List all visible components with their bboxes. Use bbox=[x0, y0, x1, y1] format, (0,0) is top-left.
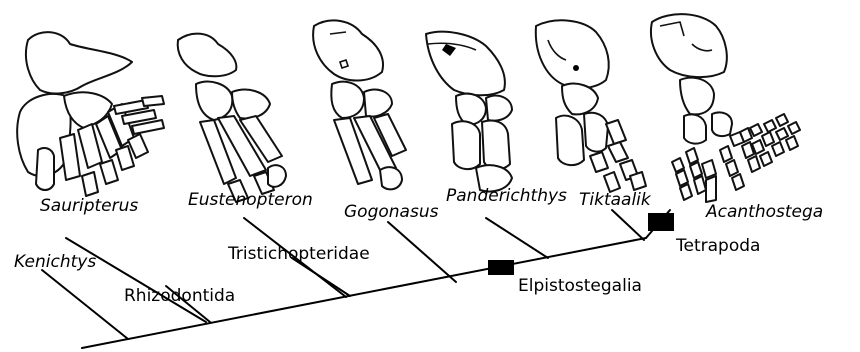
taxon-label-panderichthys: Panderichthys bbox=[446, 186, 567, 206]
clade-label-elpistostegalia: Elpistostegalia bbox=[518, 276, 642, 296]
clade-label-rhizodontida: Rhizodontida bbox=[124, 286, 235, 306]
tiktaalik-fin-drawing bbox=[536, 20, 646, 192]
branch-kenichtys bbox=[42, 270, 128, 339]
taxon-label-kenichtys: Kenichtys bbox=[14, 252, 96, 272]
clade-label-tristichopteridae: Tristichopteridae bbox=[228, 244, 370, 264]
taxon-label-gogonasus: Gogonasus bbox=[344, 202, 438, 222]
sauripterus-fin-drawing bbox=[17, 32, 164, 196]
acanthostega-limb-drawing bbox=[651, 14, 800, 202]
elpistostegalia-node-marker bbox=[488, 260, 514, 275]
taxon-label-acanthostega: Acanthostega bbox=[706, 202, 823, 222]
branch-panderichthys bbox=[486, 218, 548, 258]
tetrapoda-node-marker bbox=[648, 213, 674, 231]
gogonasus-fin-drawing bbox=[313, 20, 406, 189]
eustenopteron-fin-drawing bbox=[178, 34, 286, 202]
taxon-label-eustenopteron: Eustenopteron bbox=[188, 190, 313, 210]
taxon-label-tiktaalik: Tiktaalik bbox=[579, 190, 651, 210]
panderichthys-fin-drawing bbox=[426, 32, 512, 192]
taxon-label-sauripterus: Sauripterus bbox=[40, 196, 138, 216]
branch-sauripterus bbox=[66, 238, 206, 322]
branch-tiktaalik bbox=[612, 210, 644, 240]
clade-label-tetrapoda: Tetrapoda bbox=[676, 236, 760, 256]
branch-gogonasus bbox=[388, 222, 456, 282]
